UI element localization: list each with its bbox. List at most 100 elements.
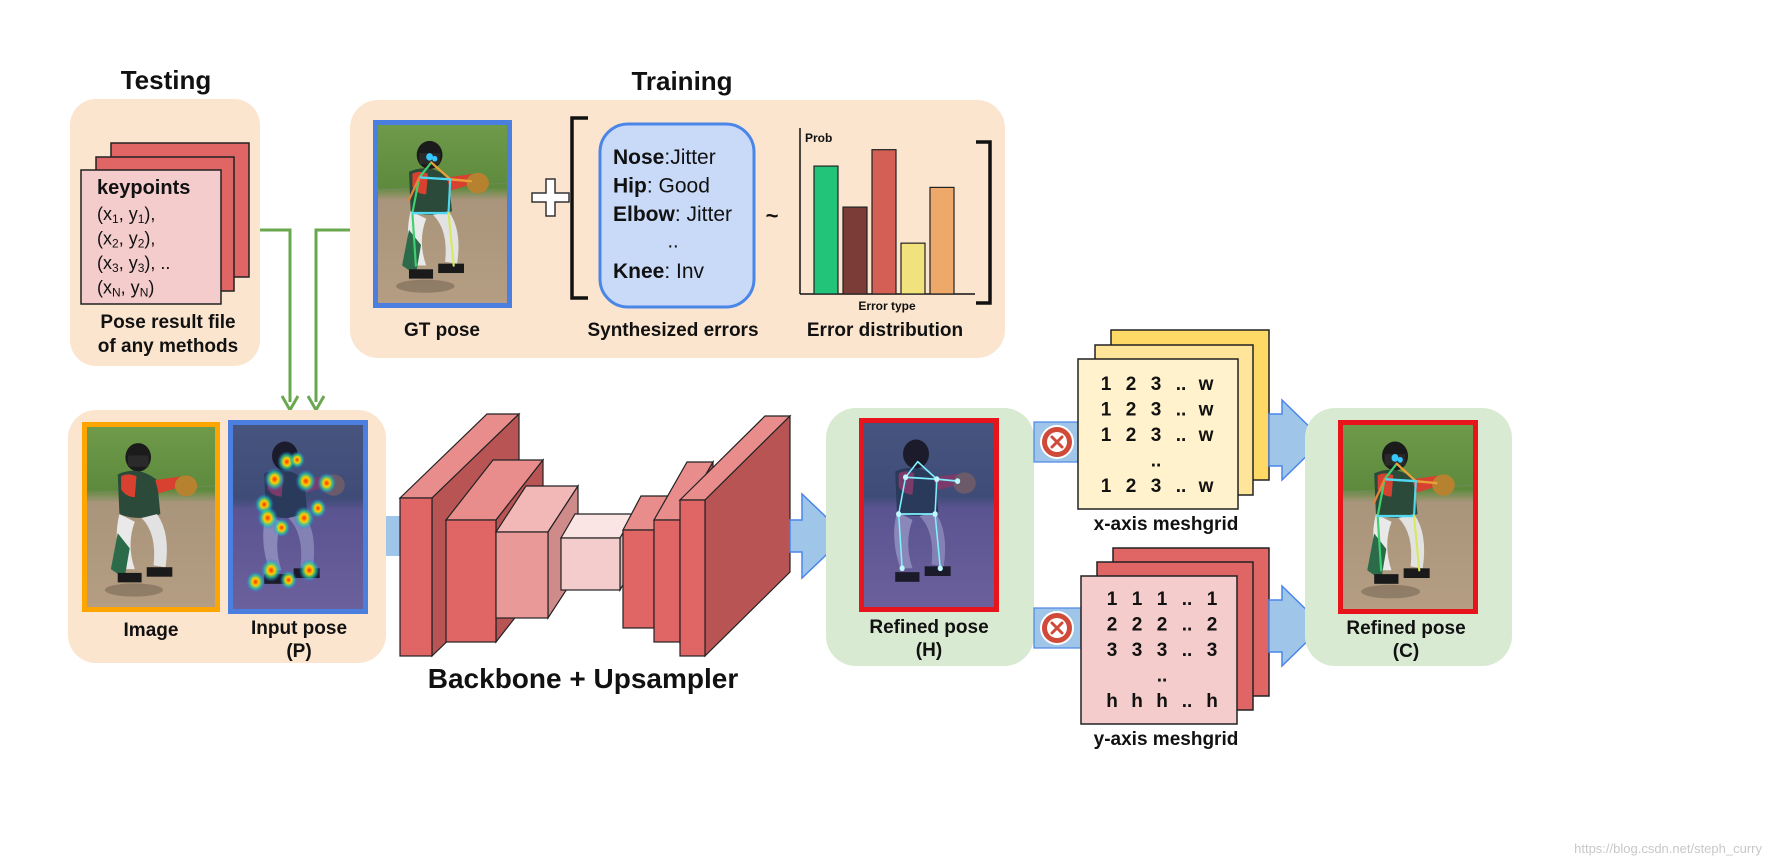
- testing-caption-line1: Pose result file: [100, 312, 235, 333]
- backbone-network: [386, 412, 792, 658]
- mesh-cell: 3: [1207, 640, 1218, 661]
- mesh-cell: ..: [1182, 640, 1193, 661]
- training-title: Training: [631, 66, 732, 96]
- refined-h-section: Refined pose (H): [826, 408, 1034, 666]
- mesh-cell: 2: [1126, 374, 1137, 395]
- mesh-cell: h: [1206, 691, 1218, 712]
- image-label: Image: [124, 620, 179, 641]
- refined-c-section: Refined pose (C): [1305, 408, 1512, 666]
- y-multiply-icon: [1040, 611, 1074, 645]
- input-pose-sub: (P): [286, 641, 311, 662]
- y-mesh-layer-front: [1080, 575, 1238, 725]
- mesh-cell: 3: [1151, 400, 1162, 421]
- testing-to-input-arrows: [260, 228, 350, 414]
- input-pose-heatmap: [233, 425, 363, 609]
- mesh-cell: 2: [1126, 425, 1137, 446]
- keypoint-coord: (xN, yN): [97, 278, 154, 300]
- decoder-block-3: [678, 414, 792, 658]
- watermark: https://blog.csdn.net/steph_curry: [1574, 841, 1762, 856]
- mesh-cell: 3: [1107, 640, 1118, 661]
- mesh-cell: 2: [1126, 400, 1137, 421]
- error-ellipsis: ..: [667, 231, 678, 253]
- keypoint-coordinates: (x1, y1), (x2, y2),(x3, y3), .. (xN, yN): [97, 204, 170, 300]
- mesh-cell: ..: [1182, 615, 1193, 636]
- error-bar: [813, 165, 839, 295]
- input-image-photo: [87, 427, 215, 607]
- y-mesh-output-arrow: [1268, 584, 1325, 668]
- input-section: Image Input pose (P): [68, 410, 386, 663]
- mesh-cell: h: [1131, 691, 1143, 712]
- input-pose-label: Input pose: [251, 618, 347, 639]
- mesh-cell: 3: [1151, 476, 1162, 497]
- testing-section: Testing keypoints (x1, y1), (x2, y2),(x3,…: [70, 65, 260, 366]
- mesh-cell: ..: [1182, 589, 1193, 610]
- right-bracket: [976, 140, 992, 305]
- chart-bars: [813, 149, 955, 295]
- mesh-cell: 3: [1151, 425, 1162, 446]
- mesh-cell: h: [1156, 691, 1168, 712]
- error-item: Nose:Jitter: [613, 146, 716, 169]
- mesh-cell: 1: [1157, 589, 1168, 610]
- x-mesh-layer-front: [1077, 358, 1239, 510]
- mesh-cell: 1: [1132, 589, 1143, 610]
- mesh-cell: 2: [1107, 615, 1118, 636]
- mesh-cell: ..: [1176, 400, 1187, 421]
- refined-c-label: Refined pose: [1346, 618, 1465, 639]
- y-mesh-label: y-axis meshgrid: [1094, 729, 1239, 750]
- synthesized-errors-box: [598, 122, 756, 309]
- mesh-cell: 3: [1132, 640, 1143, 661]
- mesh-cell: ..: [1151, 451, 1162, 472]
- tilde-symbol: ~: [766, 203, 779, 228]
- error-distribution-chart: Prob Error type: [799, 128, 975, 313]
- refined-c-image: [1343, 425, 1473, 609]
- error-item: Knee: Inv: [613, 260, 705, 283]
- keypoints-title: keypoints: [97, 177, 190, 199]
- mesh-cell: h: [1106, 691, 1118, 712]
- mesh-cell: w: [1198, 374, 1214, 395]
- error-bar: [900, 242, 926, 295]
- error-bar: [842, 206, 868, 295]
- mesh-cell: 2: [1207, 615, 1218, 636]
- mesh-cell: 1: [1101, 400, 1112, 421]
- mesh-cell: 1: [1101, 476, 1112, 497]
- keypoint-coord: (x3, y3), ..: [97, 253, 170, 275]
- x-mesh-output-arrow: [1268, 398, 1325, 482]
- left-bracket: [570, 116, 588, 300]
- keypoint-coord: (x2, y2),: [97, 229, 155, 251]
- training-arrow-line: [314, 228, 350, 402]
- chart-ylabel: Prob: [805, 131, 832, 145]
- keypoint-coord: (x1, y1),: [97, 204, 155, 226]
- mesh-cell: 1: [1101, 374, 1112, 395]
- mesh-cell: w: [1198, 425, 1214, 446]
- error-bar: [871, 149, 897, 295]
- testing-caption-line2: of any methods: [98, 336, 238, 357]
- plus-icon: [531, 178, 570, 217]
- error-item: Hip: Good: [613, 175, 710, 198]
- gt-pose-photo: [378, 125, 507, 303]
- chart-xlabel: Error type: [858, 299, 916, 313]
- refined-h-label: Refined pose: [869, 617, 988, 638]
- backbone-label: Backbone + Upsampler: [428, 663, 739, 694]
- mesh-cell: 2: [1126, 476, 1137, 497]
- mesh-cell: 2: [1132, 615, 1143, 636]
- mesh-cell: 1: [1107, 589, 1118, 610]
- refined-h-sub: (H): [916, 640, 942, 661]
- keypoint-card-front: [80, 169, 222, 305]
- testing-title: Testing: [121, 65, 212, 95]
- backbone-output-arrow: [789, 492, 848, 580]
- mesh-cell: ..: [1176, 374, 1187, 395]
- mesh-cell: 1: [1101, 425, 1112, 446]
- x-multiply-icon: [1040, 425, 1074, 459]
- refined-h-image: [864, 423, 994, 607]
- gt-pose-label: GT pose: [404, 320, 480, 341]
- error-bar: [929, 186, 955, 295]
- error-item: Elbow: Jitter: [613, 203, 732, 226]
- mesh-cell: ..: [1157, 666, 1168, 687]
- mesh-cell: ..: [1176, 476, 1187, 497]
